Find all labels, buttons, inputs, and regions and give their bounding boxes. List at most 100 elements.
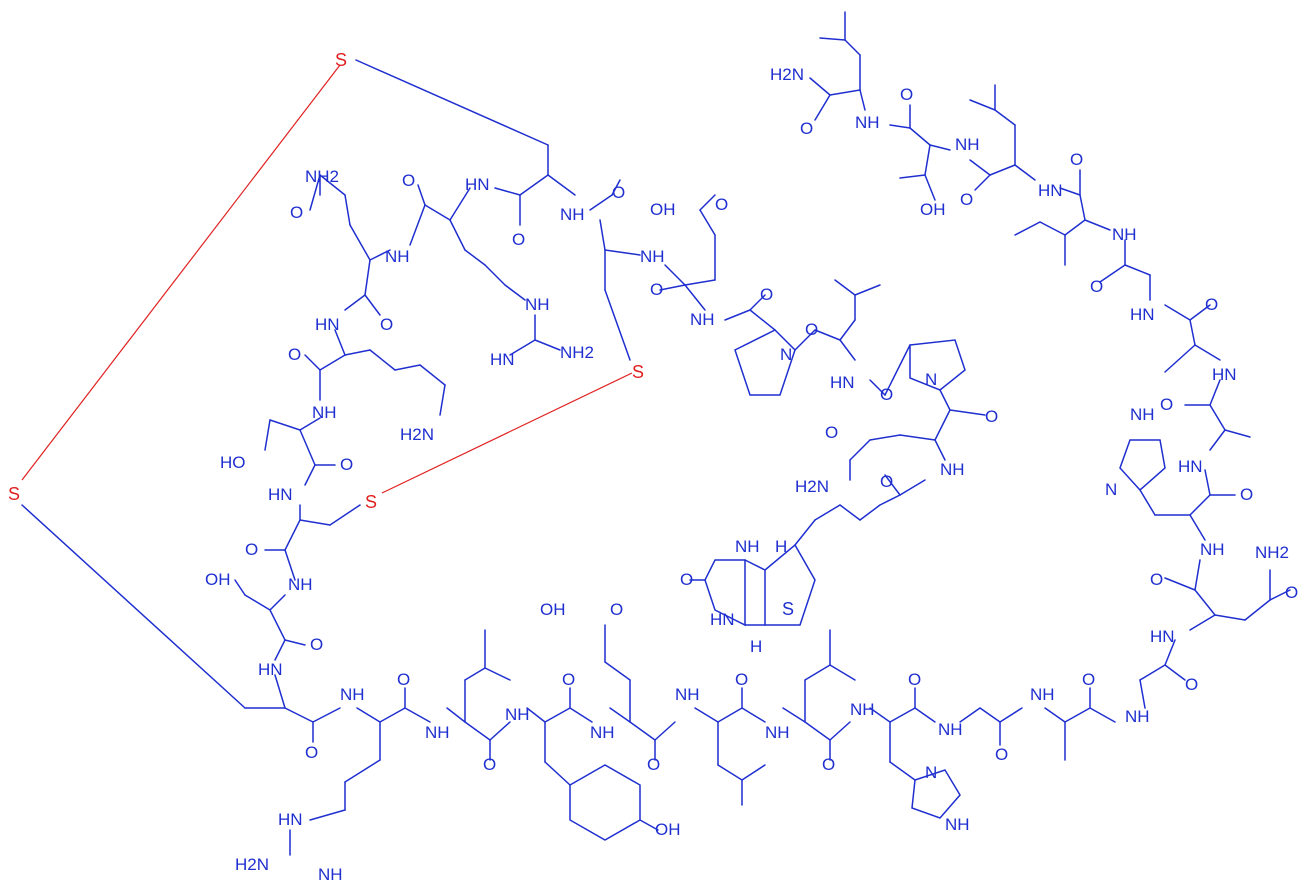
covalent-bonds: [21, 11, 1291, 856]
atom-label: NH: [505, 705, 530, 724]
atom-label: NH: [690, 310, 715, 329]
atom-label: O: [760, 285, 773, 304]
atom-label: O: [960, 190, 973, 209]
atom-label: H2N: [770, 65, 804, 84]
atom-label: NH: [312, 403, 337, 422]
atom-label: O: [822, 755, 835, 774]
atom-label: N: [780, 345, 792, 364]
atom-label: O: [805, 320, 818, 339]
atom-label: O: [512, 230, 525, 249]
atom-label: NH: [288, 575, 313, 594]
atom-label: O: [610, 600, 623, 619]
atom-label: OH: [650, 200, 676, 219]
atom-label: O: [900, 85, 913, 104]
atom-label: O: [735, 670, 748, 689]
atom-label: NH: [850, 700, 875, 719]
atom-label: H: [775, 537, 787, 556]
atom-label: NH: [1200, 540, 1225, 559]
atom-label: O: [1185, 675, 1198, 694]
atom-label: O: [995, 745, 1008, 764]
atom-label: NH: [525, 295, 550, 314]
atom-label: O: [800, 119, 813, 138]
atom-label: NH: [1030, 685, 1055, 704]
atom-label: NH: [675, 685, 700, 704]
atom-label: H2N: [795, 477, 829, 496]
atom-label: O: [1090, 277, 1103, 296]
atom-label: NH: [855, 113, 880, 132]
atom-label: O: [1070, 150, 1083, 169]
sulfur-mid: S: [632, 362, 644, 382]
atom-label: NH2: [1255, 543, 1289, 562]
atom-label: O: [650, 280, 663, 299]
atom-label: NH: [955, 135, 980, 154]
atom-labels: S S S S S H2N NH O O NH OH O HN O NH O H…: [8, 50, 1298, 884]
atom-label: O: [380, 315, 393, 334]
atom-label: O: [1160, 395, 1173, 414]
atom-label: O: [397, 670, 410, 689]
atom-label: NH: [640, 247, 665, 266]
atom-label: NH: [765, 723, 790, 742]
atom-label: O: [1205, 295, 1218, 314]
atom-label: N: [925, 763, 937, 782]
atom-label: HN: [1150, 627, 1175, 646]
atom-label: OH: [540, 600, 566, 619]
atom-label: O: [310, 635, 323, 654]
atom-label: O: [340, 455, 353, 474]
atom-label: HN: [258, 660, 283, 679]
atom-label: HN: [1130, 305, 1155, 324]
atom-label: HN: [1178, 457, 1203, 476]
atom-label: O: [402, 171, 415, 190]
atom-label: O: [985, 407, 998, 426]
atom-label: O: [1240, 485, 1253, 504]
atom-label: OH: [920, 200, 946, 219]
atom-label: NH: [735, 537, 760, 556]
atom-label: O: [680, 570, 693, 589]
atom-label: NH: [318, 865, 343, 884]
atom-label: O: [1082, 670, 1095, 689]
atom-label: N: [925, 370, 937, 389]
sulfur-top: S: [335, 50, 347, 70]
atom-label: NH: [940, 460, 965, 479]
atom-label: NH: [945, 815, 970, 834]
atom-label: HO: [220, 453, 246, 472]
sulfur-low: S: [365, 492, 377, 512]
atom-label: HN: [830, 373, 855, 392]
atom-label: O: [715, 195, 728, 214]
atom-label: NH: [590, 723, 615, 742]
atom-label: NH: [560, 205, 585, 224]
atom-label: NH2: [560, 343, 594, 362]
atom-label: NH: [1130, 405, 1155, 424]
atom-label: NH2: [305, 167, 339, 186]
atom-label: H2N: [235, 855, 269, 874]
atom-label: NH: [340, 685, 365, 704]
atom-label: HN: [710, 610, 735, 629]
sulfur-biotin: S: [782, 599, 794, 619]
atom-label: O: [288, 345, 301, 364]
atom-label: O: [612, 183, 625, 202]
atom-label: HN: [490, 350, 515, 369]
atom-label: O: [483, 755, 496, 774]
atom-label: O: [880, 385, 893, 404]
atom-label: H2N: [400, 425, 434, 444]
atom-label: HN: [1212, 365, 1237, 384]
atom-label: O: [880, 472, 893, 491]
atom-label: NH: [1125, 707, 1150, 726]
sulfur-left: S: [8, 484, 20, 504]
atom-label: O: [1285, 583, 1298, 602]
atom-label: O: [562, 670, 575, 689]
atom-label: O: [1150, 570, 1163, 589]
atom-label: HN: [465, 175, 490, 194]
atom-label: NH: [425, 723, 450, 742]
atom-label: OH: [205, 570, 231, 589]
atom-label: O: [290, 203, 303, 222]
atom-label: O: [825, 423, 838, 442]
atom-label: NH: [385, 247, 410, 266]
atom-label: HN: [1038, 181, 1063, 200]
atom-label: HN: [268, 485, 293, 504]
atom-label: O: [647, 755, 660, 774]
atom-label: O: [908, 670, 921, 689]
atom-label: HN: [278, 810, 303, 829]
atom-label: HN: [315, 315, 340, 334]
atom-label: NH: [1112, 225, 1137, 244]
